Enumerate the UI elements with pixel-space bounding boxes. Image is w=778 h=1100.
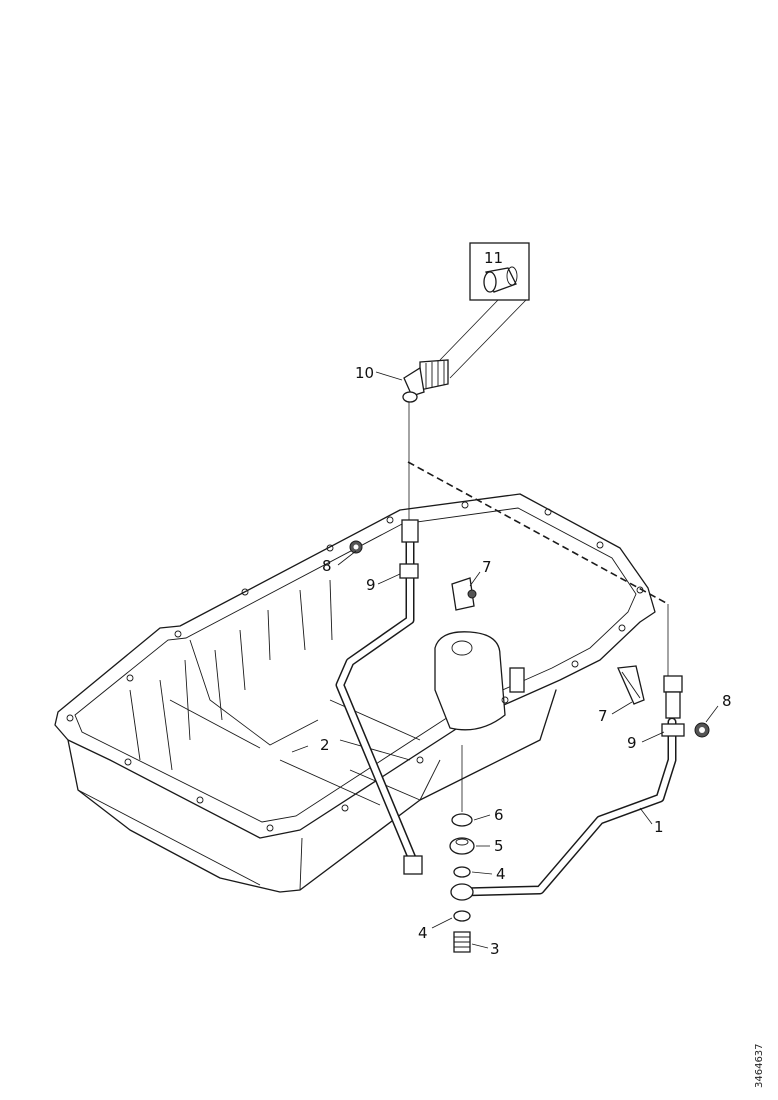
callout-4-lower: 4	[418, 924, 428, 942]
drain-plug-stack	[449, 745, 475, 953]
part-11-detail-box	[439, 242, 530, 379]
pipe-left	[335, 519, 423, 875]
callout-7-left: 7	[482, 558, 492, 576]
pipe-right	[455, 604, 685, 897]
callout-10: 10	[355, 364, 374, 382]
callout-8-left: 8	[322, 557, 332, 575]
callout-9-left: 9	[366, 576, 376, 594]
callout-5: 5	[494, 837, 504, 855]
callout-7-right: 7	[598, 707, 608, 725]
oil-pan	[54, 493, 656, 893]
bracket-right	[617, 665, 645, 705]
alignment-dashed-line	[407, 461, 669, 605]
bracket-left	[451, 577, 477, 611]
bolt-left	[349, 540, 363, 554]
callout-9-right: 9	[627, 734, 637, 752]
callout-2: 2	[320, 736, 330, 754]
drawing-id: 3464637	[754, 1043, 765, 1088]
bolt-right	[694, 722, 710, 738]
part-10-fitting	[375, 359, 449, 403]
callout-8-right: 8	[722, 692, 732, 710]
callout-3: 3	[490, 940, 500, 958]
callout-6: 6	[494, 806, 504, 824]
callout-11: 11	[484, 249, 503, 267]
callout-4-upper: 4	[496, 865, 506, 883]
callout-1: 1	[654, 818, 664, 836]
